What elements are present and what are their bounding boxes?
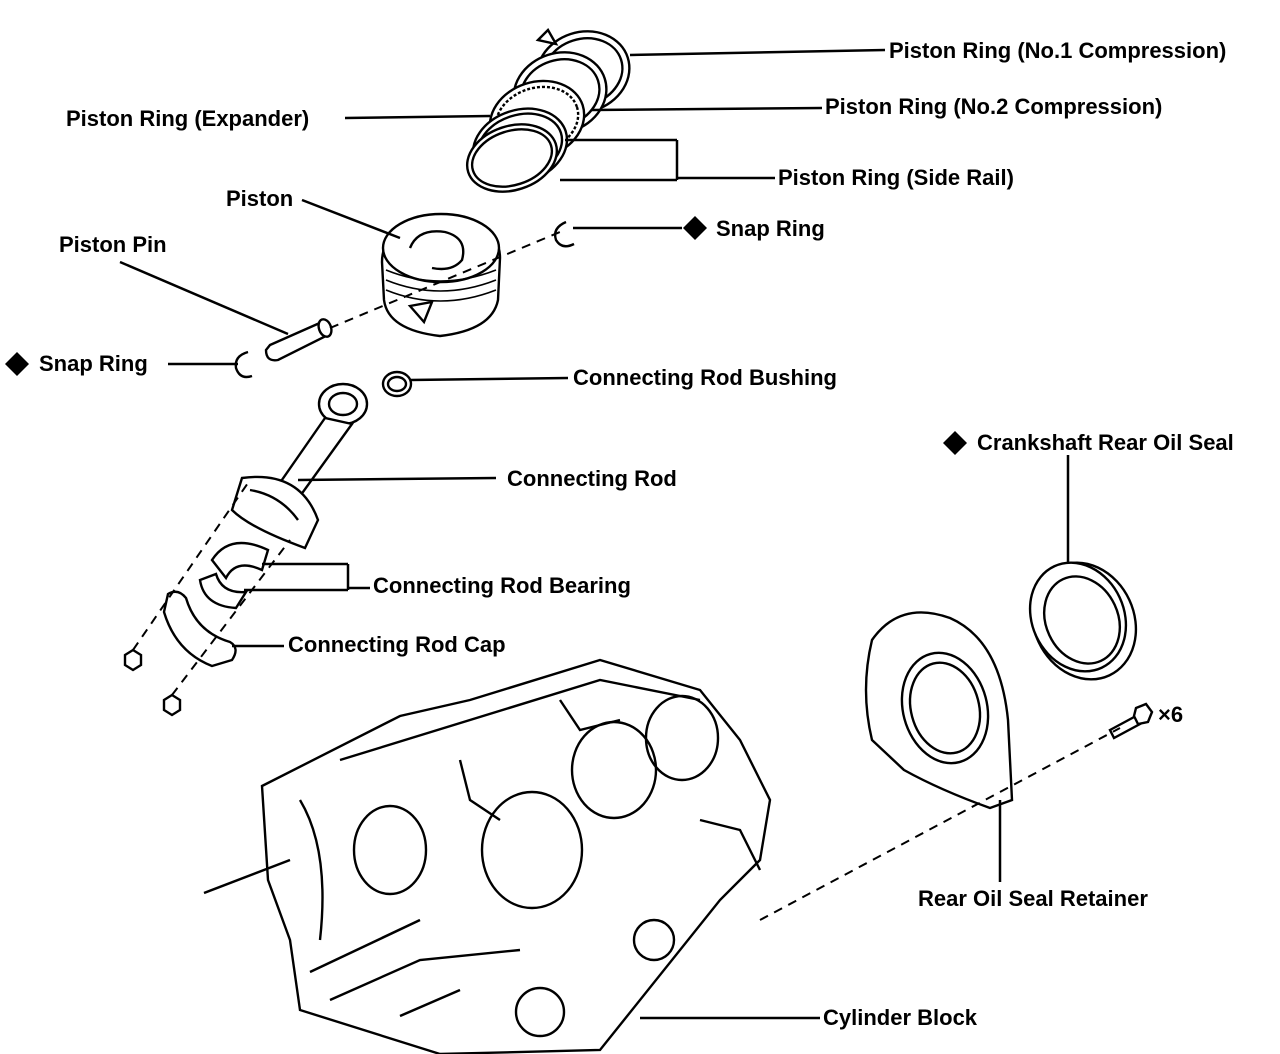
connecting-rod-bushing-shape	[381, 370, 413, 398]
snap-ring-right	[553, 220, 575, 248]
label-piston-ring-expander: Piston Ring (Expander)	[66, 106, 309, 131]
label-piston-ring-no1: Piston Ring (No.1 Compression)	[889, 38, 1226, 63]
diamond-icon	[943, 431, 967, 455]
label-snap-ring-right: Snap Ring	[716, 216, 825, 241]
label-piston: Piston	[226, 186, 293, 211]
label-rear-oil-seal-retainer: Rear Oil Seal Retainer	[918, 886, 1148, 911]
diamond-icon	[5, 352, 29, 376]
connecting-rod-cap-shape	[162, 590, 237, 668]
piston-shape	[380, 212, 502, 338]
label-piston-ring-no2: Piston Ring (No.2 Compression)	[825, 94, 1162, 119]
label-crankshaft-rear-oil-seal: Crankshaft Rear Oil Seal	[977, 430, 1234, 455]
rod-cap-nuts	[123, 648, 182, 717]
connecting-rod-shape	[230, 382, 369, 550]
cylinder-block-shape	[203, 658, 772, 1054]
label-bolt-quantity: ×6	[1158, 702, 1183, 727]
retainer-bolt-shape	[1108, 702, 1154, 740]
snap-ring-left	[234, 350, 253, 379]
label-connecting-rod: Connecting Rod	[507, 466, 677, 491]
label-connecting-rod-bushing: Connecting Rod Bushing	[573, 365, 837, 390]
label-connecting-rod-bearing: Connecting Rod Bearing	[373, 573, 631, 598]
label-piston-ring-side-rail: Piston Ring (Side Rail)	[778, 165, 1014, 190]
connecting-rod-bearing-shape	[198, 541, 270, 610]
diamond-icon	[683, 216, 707, 240]
label-cylinder-block: Cylinder Block	[823, 1005, 978, 1030]
piston-pin-shape	[264, 318, 333, 362]
rear-oil-seal-retainer-shape	[864, 611, 1014, 810]
piston-ring-side-rail	[465, 107, 569, 193]
leader-lines	[119, 48, 1070, 1020]
label-piston-pin: Piston Pin	[59, 232, 167, 257]
label-connecting-rod-cap: Connecting Rod Cap	[288, 632, 506, 657]
crankshaft-rear-oil-seal-shape	[1028, 561, 1138, 681]
label-snap-ring-left: Snap Ring	[39, 351, 148, 376]
